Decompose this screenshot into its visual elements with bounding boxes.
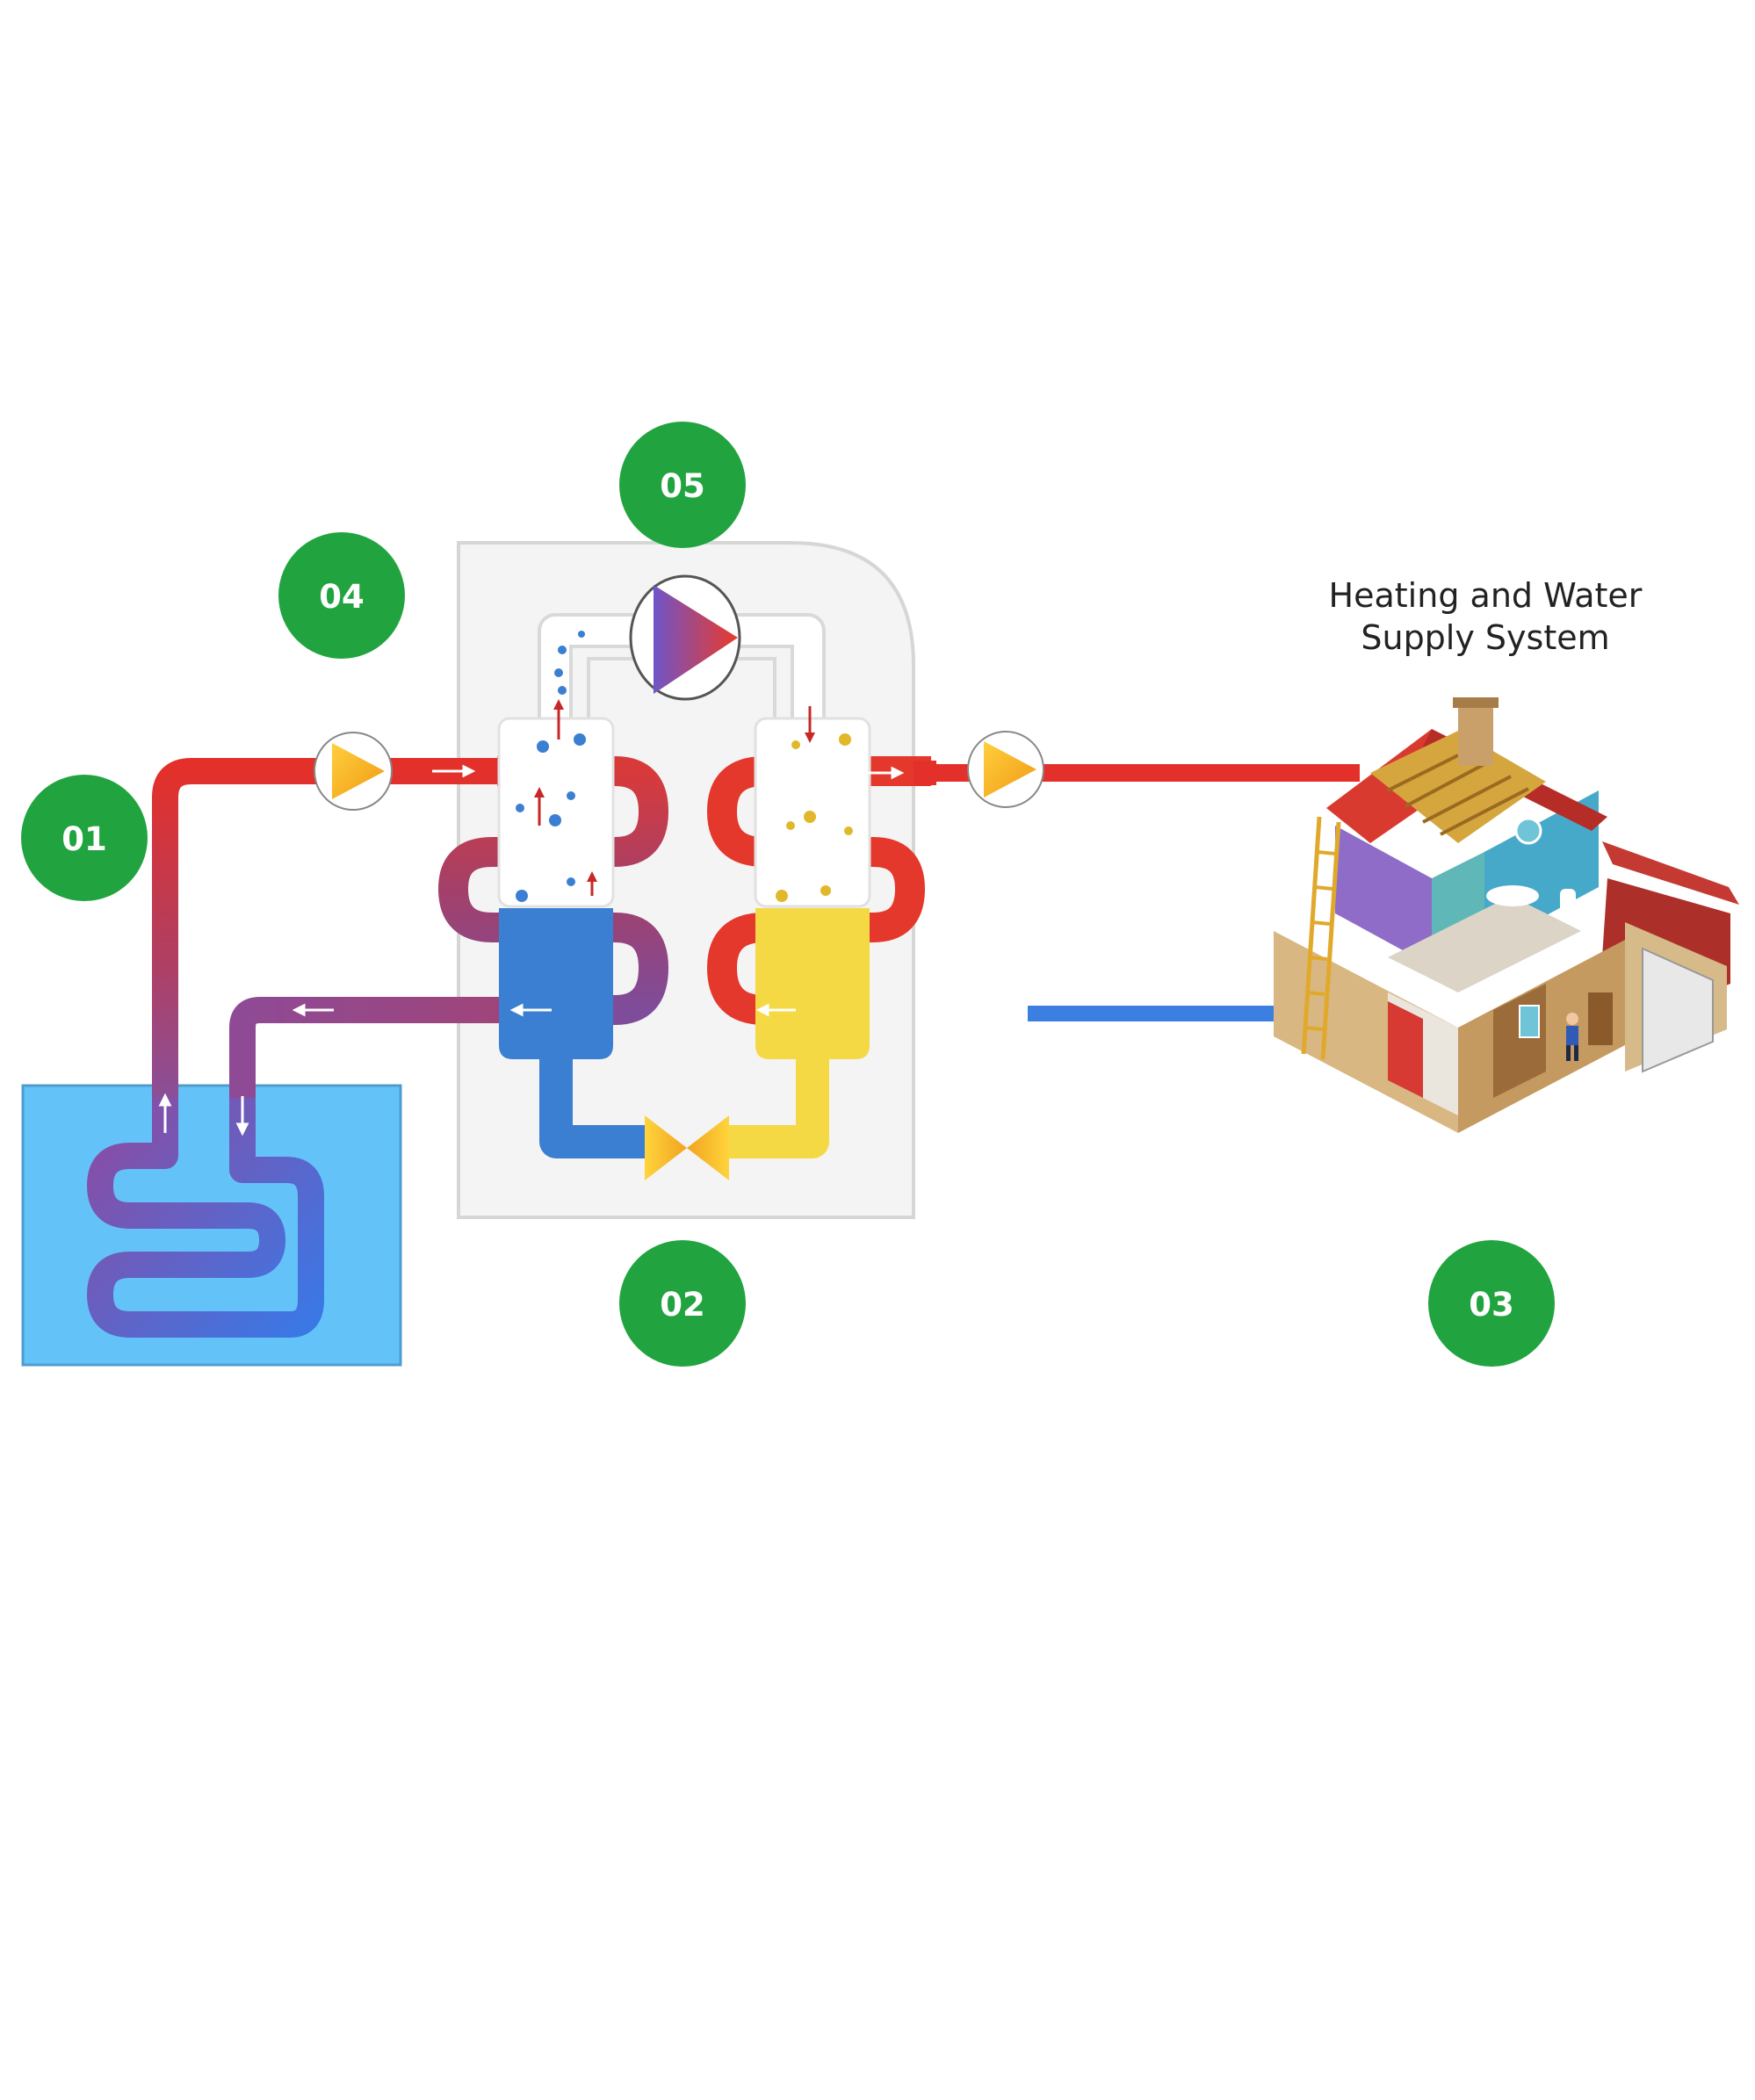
compressor-icon: [629, 574, 741, 701]
house-cutaway-icon: [1274, 697, 1739, 1133]
caption-line-1: Heating and Water: [1329, 576, 1643, 615]
badge-03: 03: [1428, 1240, 1555, 1367]
evaporator-outlet-pipe: [539, 1059, 654, 1158]
badge-02: 02: [619, 1240, 746, 1367]
caption-line-2: Supply System: [1361, 618, 1609, 657]
badge-05-label: 05: [660, 467, 705, 505]
ground-return-pipe: [229, 997, 615, 1098]
ground-supply-pipe: [152, 758, 509, 1098]
badge-05: 05: [619, 422, 746, 548]
badge-04-label: 04: [319, 578, 365, 616]
badge-02-label: 02: [660, 1286, 705, 1324]
ground-loop-pipe: [87, 1085, 324, 1338]
evaporator-vessel: [497, 631, 615, 1059]
badge-04: 04: [278, 532, 405, 659]
pump-icon: [314, 732, 393, 811]
condenser-outlet-pipe: [720, 1059, 829, 1158]
badge-01: 01: [21, 775, 148, 901]
flow-arrows: [158, 764, 905, 1137]
badge-03-label: 03: [1469, 1286, 1514, 1324]
badge-01-label: 01: [61, 820, 107, 858]
pump-icon: [967, 731, 1044, 808]
expansion-valve-icon: [645, 1115, 729, 1180]
condenser-coil: [707, 756, 931, 1025]
evaporator-coil: [438, 756, 668, 1025]
